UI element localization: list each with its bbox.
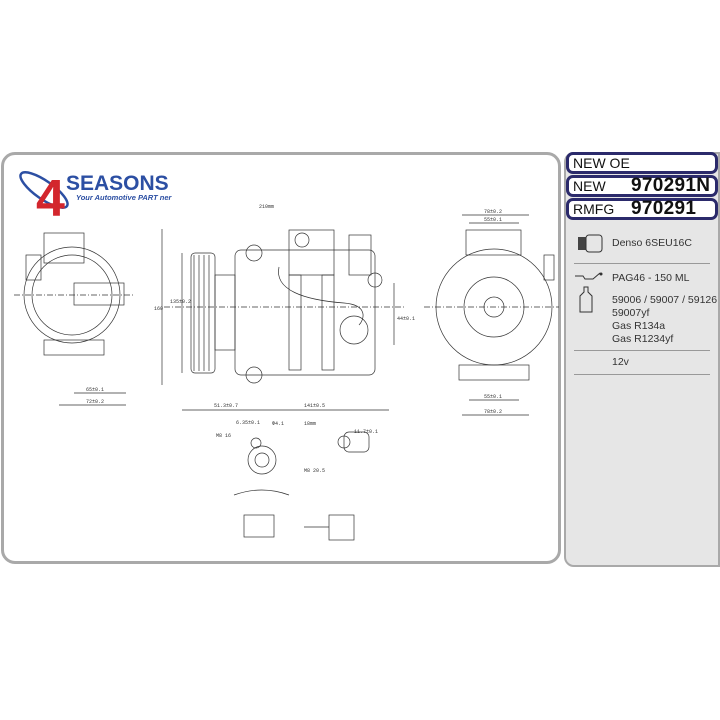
new-oe-label: NEW OE bbox=[573, 155, 630, 171]
compressor-rear-view bbox=[424, 214, 559, 416]
compressor-icon bbox=[578, 234, 603, 253]
gas-r1234yf: Gas R1234yf bbox=[612, 333, 674, 345]
oil-spec: PAG46 - 150 ML bbox=[612, 272, 690, 284]
dim-rear-55-bottom: 55±0.1 bbox=[484, 394, 502, 400]
dim-height: 160 bbox=[154, 306, 163, 312]
dim-rear-78: 78±0.2 bbox=[484, 209, 502, 215]
divider bbox=[574, 263, 710, 264]
dim-hose: 210mm bbox=[259, 204, 274, 210]
compressor-side-view bbox=[14, 232, 134, 406]
dim-port-635: 6.35±0.1 bbox=[236, 420, 260, 426]
dim-rear-78-bottom: 78±0.2 bbox=[484, 409, 502, 415]
dim-port-117: 11.7±0.1 bbox=[354, 429, 378, 435]
rmfg-label: RMFG bbox=[573, 201, 615, 217]
spec-panel bbox=[564, 152, 720, 567]
compressor-front-view bbox=[161, 229, 404, 411]
logo-tagline: Your Automotive PART ner bbox=[76, 193, 173, 202]
dim-port-18: 18mm bbox=[304, 421, 316, 427]
voltage: 12v bbox=[612, 356, 629, 368]
oil-ref-2: 59007yf bbox=[612, 307, 650, 319]
new-label: NEW bbox=[573, 178, 606, 194]
drawing-panel bbox=[1, 152, 561, 564]
compressor-model: Denso 6SEU16C bbox=[612, 237, 692, 249]
dim-pulley-offset: 51.3±0.7 bbox=[214, 403, 238, 409]
port-details bbox=[233, 431, 370, 541]
oil-ref-1: 59006 / 59007 / 59126 bbox=[612, 294, 718, 306]
dim-side-65: 65±0.1 bbox=[86, 387, 104, 393]
oil-bottle-icon bbox=[579, 286, 593, 313]
gas-r134a: Gas R134a bbox=[612, 320, 666, 332]
logo-brand: SEASONS bbox=[66, 172, 169, 195]
four-seasons-logo: 4 SEASONS Your Automotive PART ner bbox=[14, 168, 184, 228]
logo-numeral: 4 bbox=[36, 170, 65, 220]
divider bbox=[574, 374, 710, 375]
dim-rear-55: 55±0.1 bbox=[484, 217, 502, 223]
dim-port-m8-16: M8 16 bbox=[216, 433, 231, 439]
dim-length: 141±0.5 bbox=[304, 403, 325, 409]
technical-drawing: 210mm 160 135±0.2 51.3±0.7 141±0.5 44±0.… bbox=[14, 204, 559, 541]
dim-side-72: 72±0.2 bbox=[86, 399, 104, 405]
rmfg-number-box: RMFG 970291 bbox=[566, 198, 718, 220]
rmfg-part-number: 970291 bbox=[631, 198, 697, 219]
dim-mount: 44±0.1 bbox=[397, 316, 415, 322]
dim-port-d41: Φ4.1 bbox=[272, 421, 284, 427]
dim-port-m8-20: M8 20.5 bbox=[304, 468, 325, 474]
divider bbox=[574, 350, 710, 351]
new-number-box: NEW 970291N bbox=[566, 175, 718, 197]
oil-can-icon bbox=[575, 272, 603, 280]
dim-pulley-height: 135±0.2 bbox=[170, 299, 191, 305]
new-oe-box: NEW OE bbox=[566, 152, 718, 174]
new-part-number: 970291N bbox=[631, 175, 711, 196]
